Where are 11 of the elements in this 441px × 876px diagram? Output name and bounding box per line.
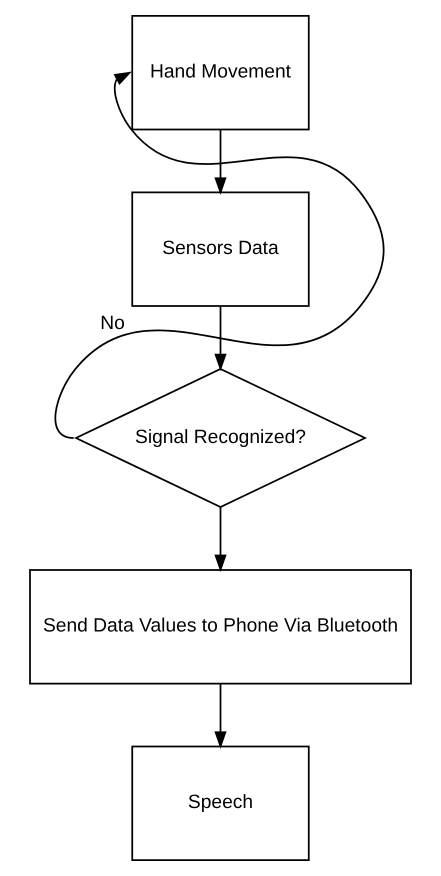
arrow (214, 130, 227, 195)
node-box: Hand Movement (131, 15, 310, 130)
edge-label: No (100, 312, 125, 334)
node-box: Sensors Data (131, 192, 310, 307)
node-box: Speech (131, 746, 310, 861)
node-diamond: Signal Recognized? (74, 368, 368, 508)
arrow (54, 71, 384, 439)
arrow (214, 684, 227, 749)
node-box: Send Data Values to Phone Via Bluetooth (29, 569, 412, 684)
arrow (214, 306, 227, 372)
arrow (214, 507, 227, 572)
